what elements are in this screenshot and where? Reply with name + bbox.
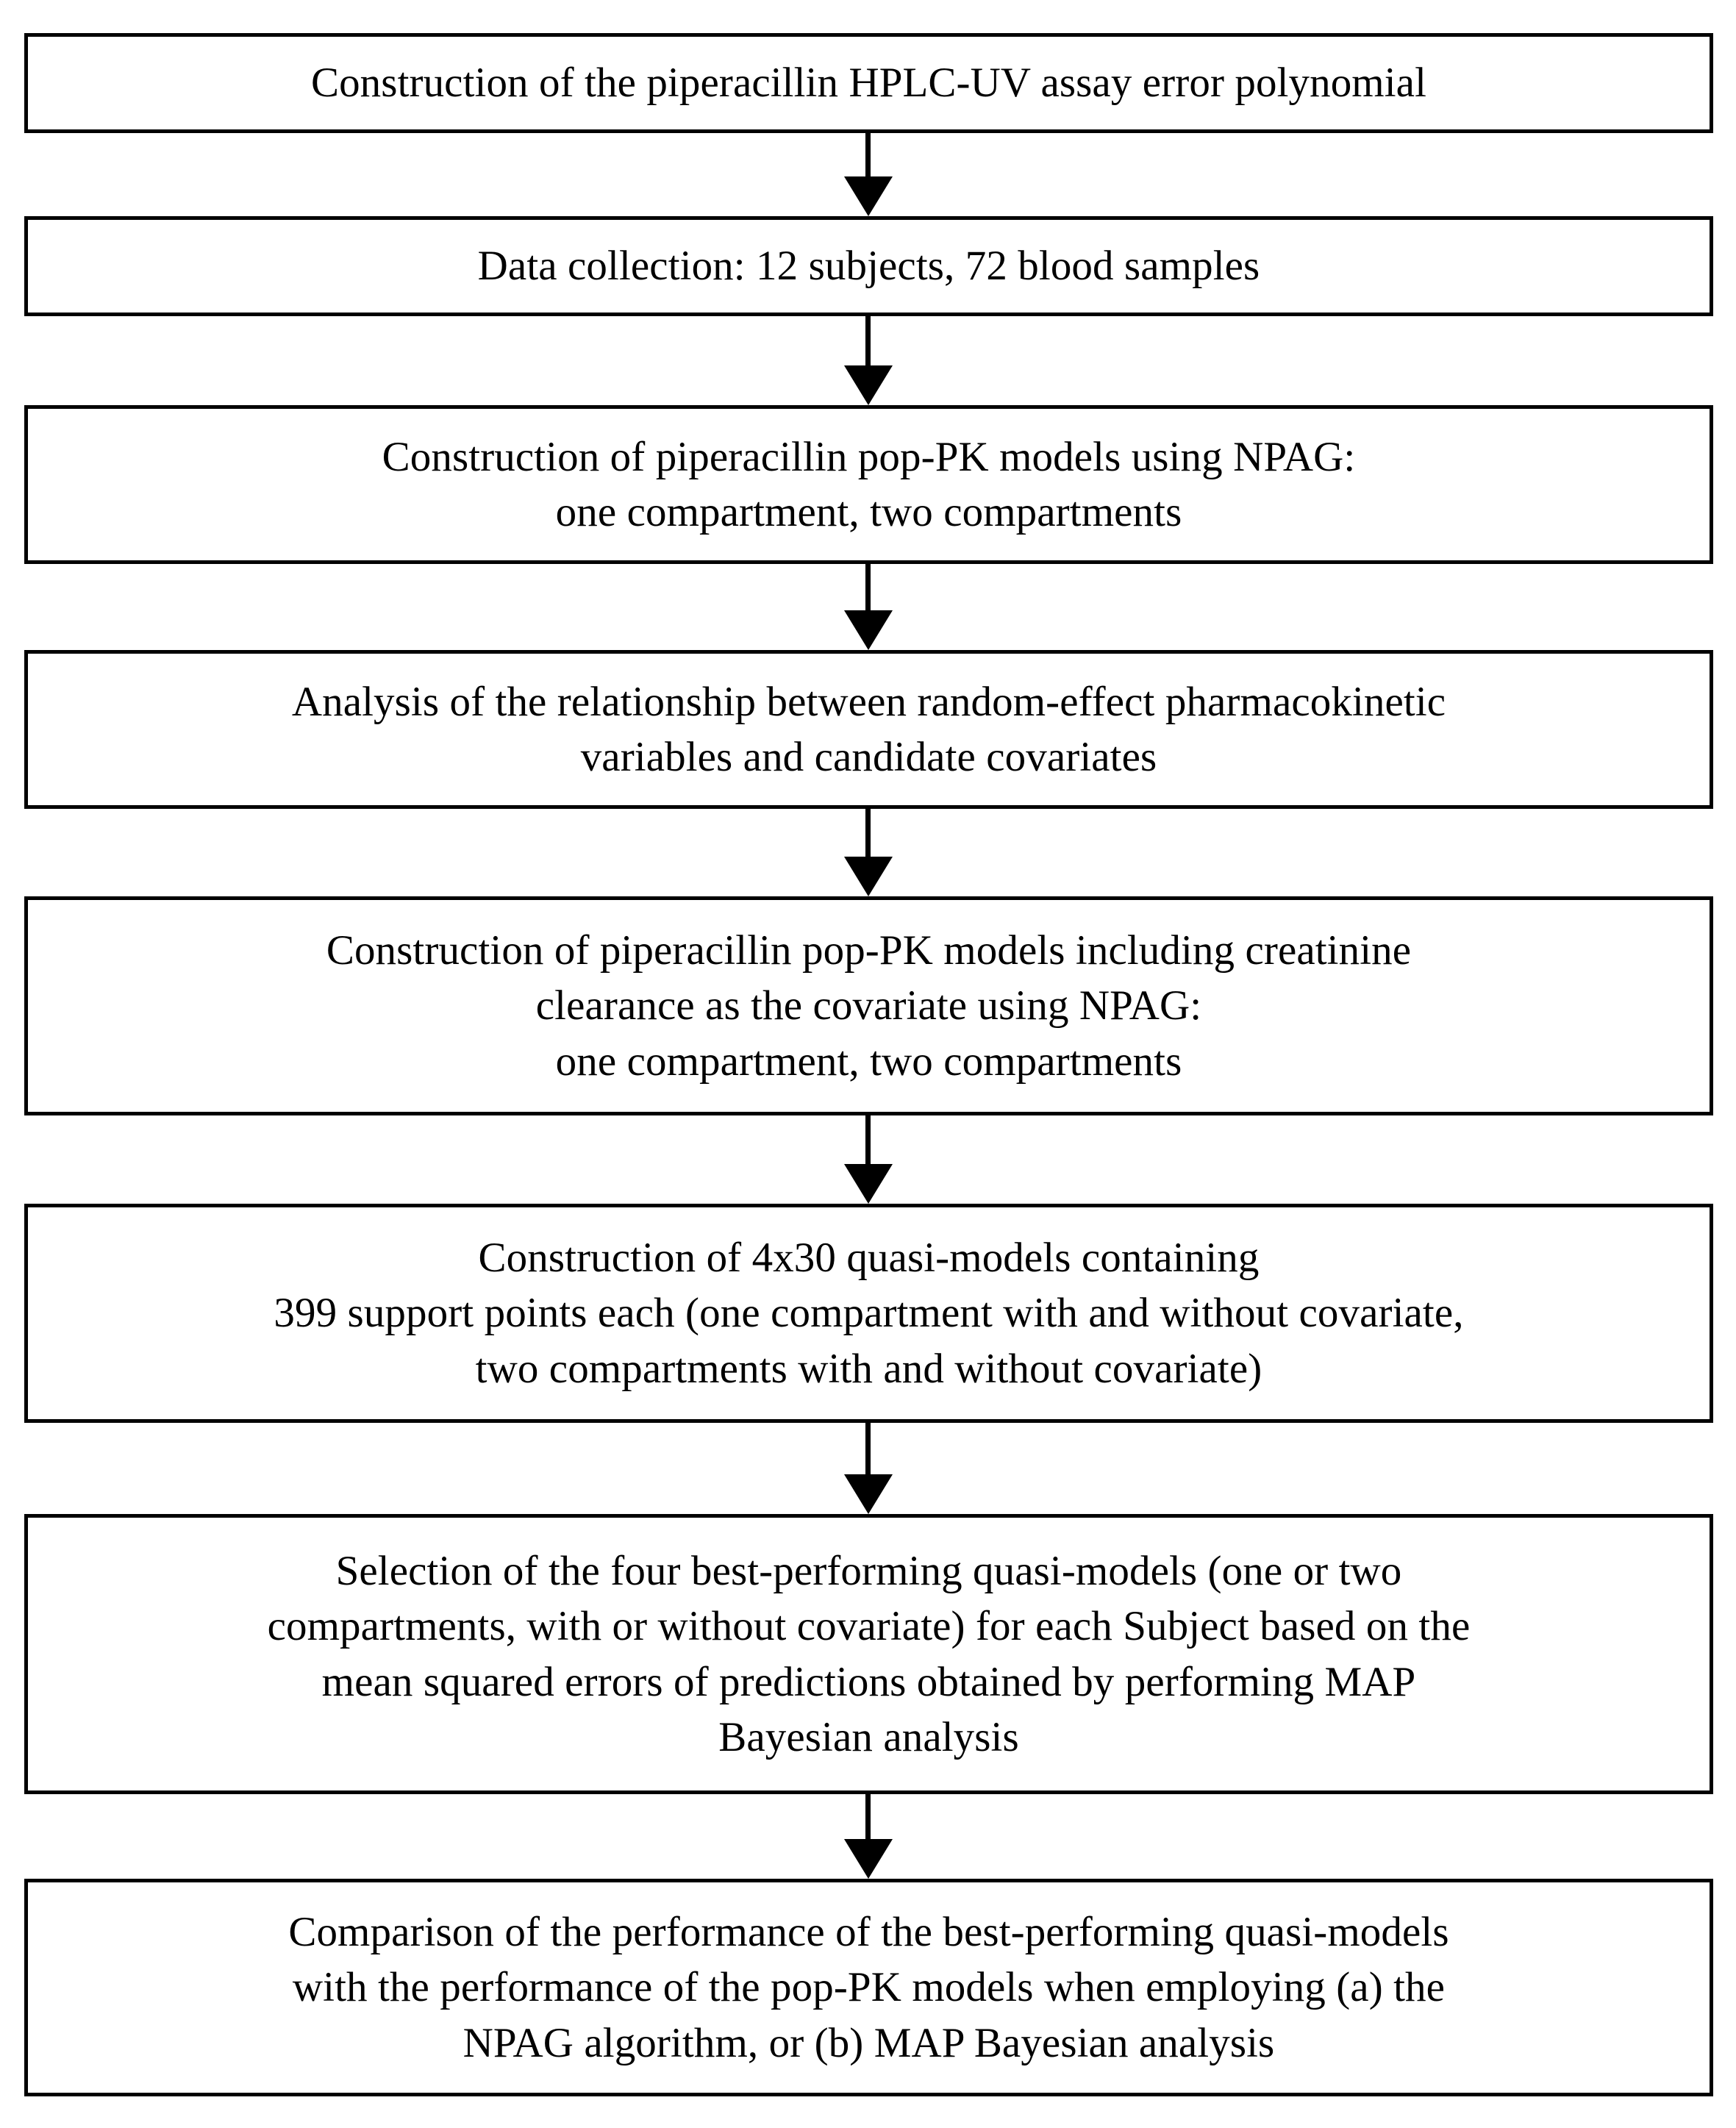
flowchart-arrow-down-icon: [835, 1423, 901, 1514]
flowchart-node-label: Selection of the four best-performing qu…: [267, 1548, 1471, 1760]
arrow-stem: [865, 1115, 871, 1165]
flowchart-node-assay-error-polynomial: Construction of the piperacillin HPLC-UV…: [24, 33, 1713, 133]
arrow-stem: [865, 133, 871, 177]
arrow-head: [843, 365, 893, 405]
flowchart-arrow-down-icon: [835, 316, 901, 405]
arrow-head: [843, 1839, 893, 1879]
flowchart-node-label: Construction of the piperacillin HPLC-UV…: [310, 60, 1427, 107]
arrow-stem: [865, 1794, 871, 1840]
flowchart-arrow-down-icon: [835, 1115, 901, 1204]
flowchart-node-pop-pk-models-npag: Construction of piperacillin pop-PK mode…: [24, 405, 1713, 564]
flowchart-node-label: Construction of 4x30 quasi-models contai…: [274, 1235, 1464, 1392]
flowchart-arrow-down-icon: [835, 133, 901, 216]
flowchart-node-label: Comparison of the performance of the bes…: [288, 1909, 1449, 2066]
flowchart-node-pop-pk-models-with-creatinine-covariate: Construction of piperacillin pop-PK mode…: [24, 896, 1713, 1115]
arrow-stem: [865, 809, 871, 857]
arrow-head: [843, 610, 893, 650]
arrow-head: [843, 176, 893, 216]
flowchart-node-best-performing-quasi-model-selection: Selection of the four best-performing qu…: [24, 1514, 1713, 1794]
flowchart-arrow-down-icon: [835, 564, 901, 650]
flowchart-node-label: Data collection: 12 subjects, 72 blood s…: [477, 243, 1260, 290]
flowchart-node-quasi-models-construction: Construction of 4x30 quasi-models contai…: [24, 1204, 1713, 1423]
arrow-head: [843, 1164, 893, 1204]
flowchart-node-data-collection: Data collection: 12 subjects, 72 blood s…: [24, 216, 1713, 316]
flowchart-node-label: Construction of piperacillin pop-PK mode…: [326, 927, 1412, 1085]
flowchart-node-performance-comparison: Comparison of the performance of the bes…: [24, 1879, 1713, 2096]
arrow-head: [843, 1474, 893, 1514]
flowchart-node-random-effect-covariate-analysis: Analysis of the relationship between ran…: [24, 650, 1713, 809]
flowchart-arrow-down-icon: [835, 1794, 901, 1879]
arrow-stem: [865, 316, 871, 366]
arrow-stem: [865, 1423, 871, 1475]
flowchart-arrow-down-icon: [835, 809, 901, 896]
arrow-head: [843, 857, 893, 896]
flowchart-node-label: Construction of piperacillin pop-PK mode…: [382, 433, 1356, 535]
arrow-stem: [865, 564, 871, 611]
flowchart-node-label: Analysis of the relationship between ran…: [291, 678, 1446, 780]
